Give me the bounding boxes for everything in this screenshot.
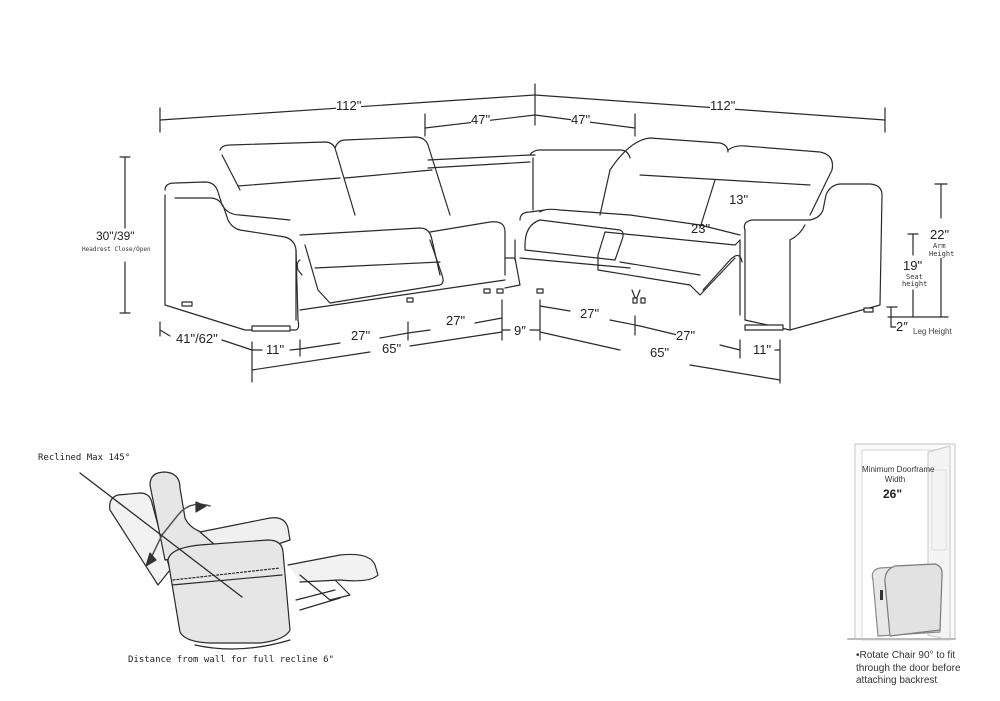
doorframe-illustration bbox=[847, 443, 956, 641]
seat-depth: 23" bbox=[691, 221, 711, 236]
overall-left-length: 112" bbox=[336, 98, 362, 113]
seat-height-label-1: Seat bbox=[906, 273, 923, 281]
overall-dimension-lines bbox=[159, 83, 886, 137]
doorframe-width-value: 26" bbox=[883, 487, 903, 501]
sofa-depth-value: 41"/62" bbox=[176, 331, 218, 346]
arm-height-value: 22" bbox=[930, 227, 950, 242]
seat-height-label-2: height bbox=[902, 280, 928, 288]
left-sofa-section bbox=[164, 136, 536, 332]
sofa-height-note: Headrest Close/Open bbox=[82, 246, 151, 253]
right-arm-width: 11" bbox=[753, 342, 772, 357]
corner-gap: 9″ bbox=[514, 323, 526, 338]
wall-distance-label: Distance from wall for full recline 6" bbox=[128, 655, 334, 665]
corner-left-width: 47" bbox=[471, 112, 491, 127]
leg-height-label: Leg Height bbox=[913, 327, 952, 336]
right-total-width: 65" bbox=[650, 345, 670, 360]
recline-angle-label: Reclined Max 145° bbox=[38, 453, 131, 463]
recliner-side-view bbox=[79, 471, 379, 650]
height-dimension-left bbox=[119, 156, 131, 314]
left-arm-width: 11" bbox=[266, 342, 285, 357]
left-seat-2-width: 27" bbox=[446, 313, 466, 328]
corner-right-width: 47" bbox=[571, 112, 591, 127]
sofa-height-value: 30"/39" bbox=[96, 229, 135, 243]
right-sofa-section bbox=[519, 137, 883, 331]
right-seat-1-width: 27" bbox=[580, 306, 600, 321]
right-seat-2-width: 27" bbox=[676, 328, 696, 343]
left-seat-1-width: 27" bbox=[351, 328, 371, 343]
corner-sofa-section bbox=[514, 149, 631, 294]
doorframe-title-2: Width bbox=[884, 475, 906, 484]
headrest-height: 13" bbox=[729, 192, 749, 207]
overall-right-length: 112" bbox=[710, 98, 736, 113]
left-total-width: 65" bbox=[382, 341, 402, 356]
seat-height-value: 19" bbox=[903, 258, 923, 273]
doorframe-title-1: Minimum Doorframe bbox=[862, 465, 935, 474]
leg-height-value: 2″ bbox=[896, 319, 908, 334]
arm-height-label-1: Arm bbox=[933, 242, 946, 250]
arm-height-label-2: Height bbox=[929, 250, 955, 258]
doorframe-rotation-note: •Rotate Chair 90° to fit through the doo… bbox=[856, 650, 961, 686]
